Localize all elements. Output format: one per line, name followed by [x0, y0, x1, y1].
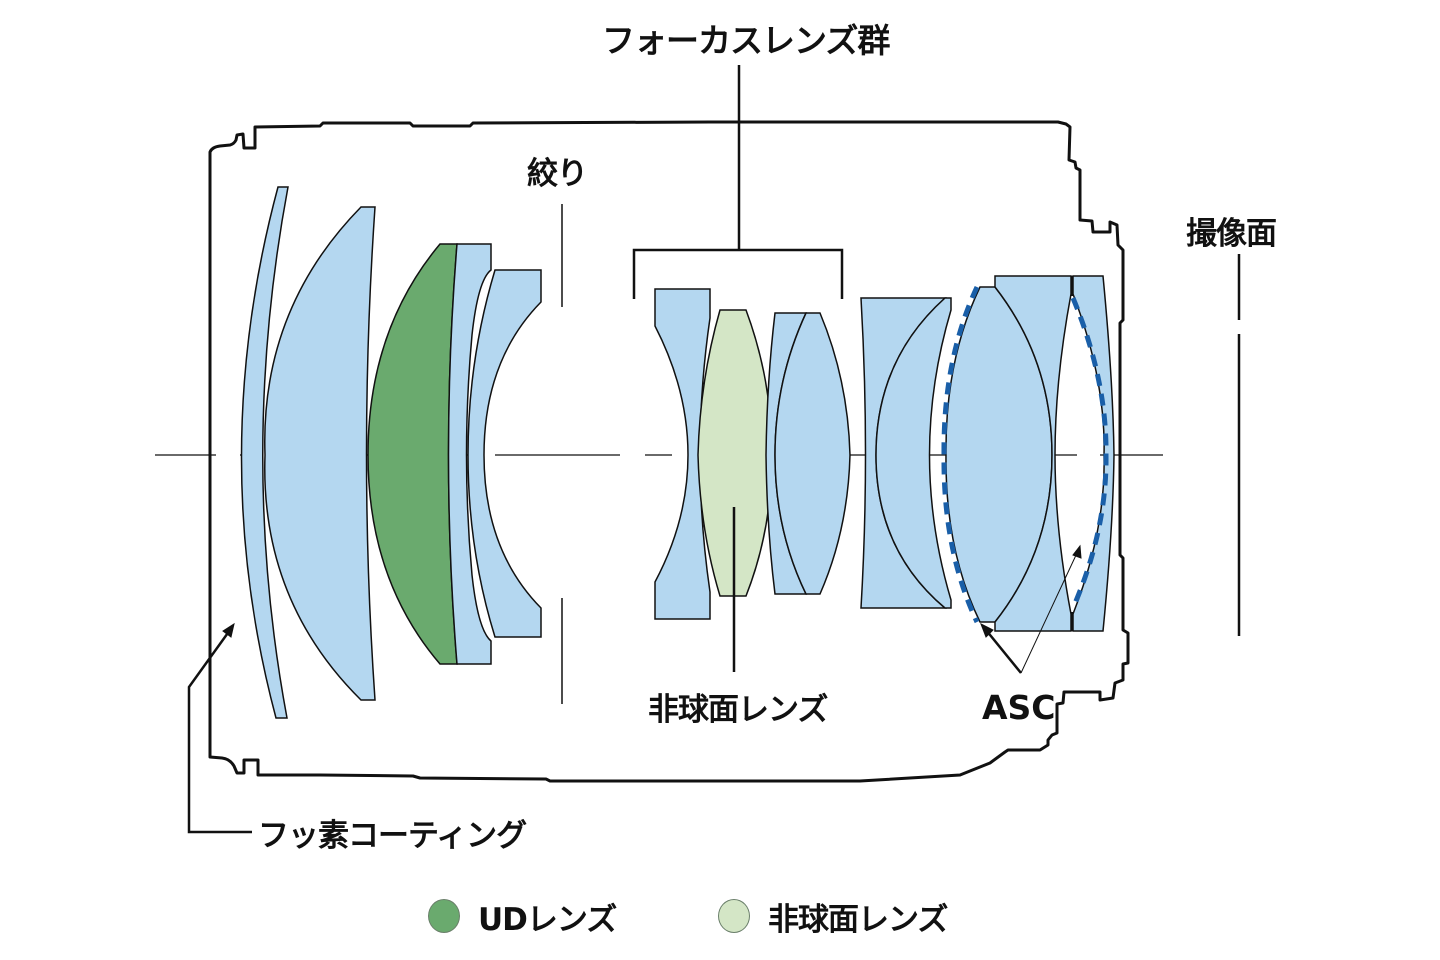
legend-item-aspherical: 非球面レンズ — [718, 896, 948, 938]
image-plane-label: 撮像面 — [1186, 216, 1277, 252]
lens-element-14 — [1072, 275, 1115, 632]
fluorine-coating-label: フッ素コーティング — [258, 818, 527, 854]
ud-lens-swatch-icon — [428, 899, 460, 933]
lens-element-4 — [447, 243, 492, 665]
asc-label: ASC — [982, 688, 1056, 727]
fluorine-leader — [187, 622, 252, 834]
lens-element-5 — [467, 269, 542, 638]
legend-label: 非球面レンズ — [768, 901, 948, 938]
lens-barrel-outline — [208, 120, 1130, 783]
lens-element-13 — [994, 275, 1072, 632]
lens-element-9 — [774, 312, 851, 595]
focus-group-label: フォーカスレンズ群 — [602, 21, 890, 60]
legend-item-ud: UDレンズ — [428, 896, 617, 938]
aperture-label: 絞り — [527, 156, 588, 192]
asc-coating-front — [941, 285, 980, 624]
lens-element-1 — [240, 186, 289, 719]
focus-group-bracket — [632, 65, 844, 299]
lens-element-11 — [875, 297, 952, 609]
lens-element-3-ud — [367, 243, 458, 665]
asc-arrows — [980, 544, 1082, 674]
asc-coating-rear — [1070, 297, 1109, 609]
legend-label: UDレンズ — [478, 901, 617, 938]
aspherical-lens-swatch-icon — [718, 899, 750, 933]
aspherical-lens-label: 非球面レンズ — [648, 692, 828, 728]
lens-element-2 — [264, 206, 376, 701]
